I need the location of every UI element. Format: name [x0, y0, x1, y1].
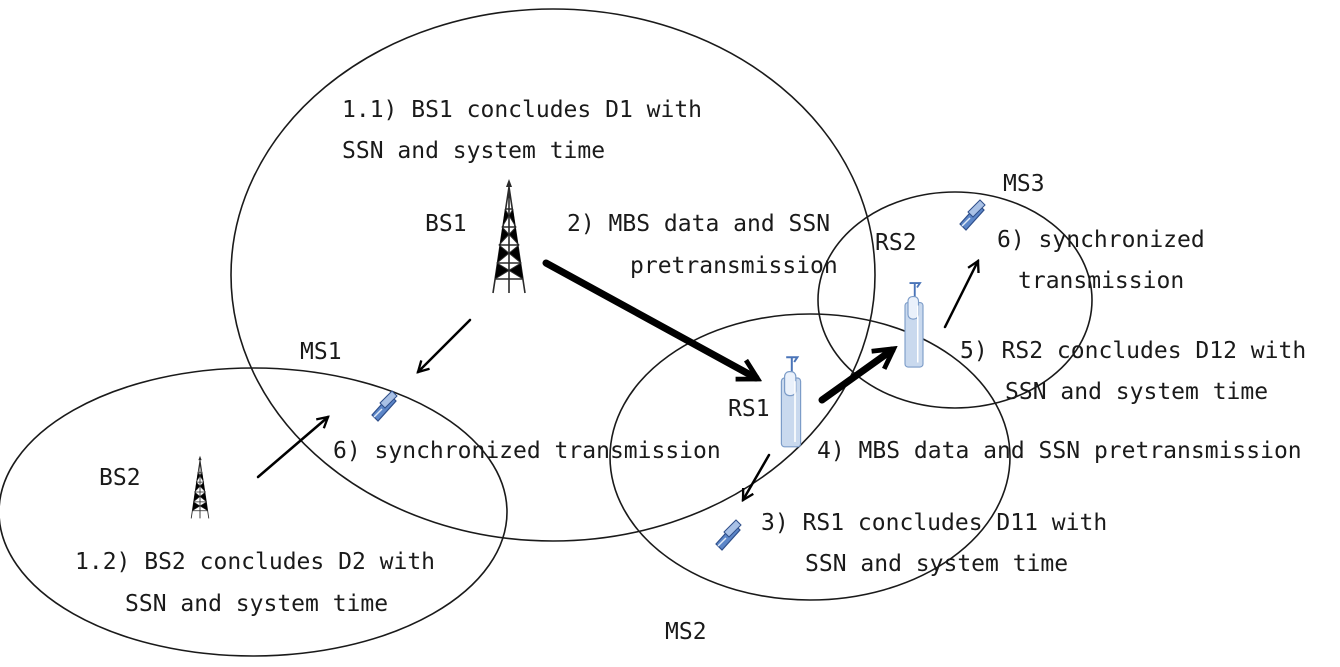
step-1-1-line-1: 1.1) BS1 concludes D1 with [342, 97, 702, 123]
bs-tower-icon [190, 455, 210, 519]
rs2-coverage-cell [817, 191, 1093, 409]
step-6-ms1-label: 6) synchronized transmission [333, 438, 721, 464]
bs1-label: BS1 [425, 211, 467, 237]
rs1-to-ms2-arrow [741, 453, 771, 500]
pretransmission-arrow-rs1-rs2 [818, 350, 892, 404]
relay-station-icon [780, 356, 802, 448]
rs1-label: RS1 [728, 396, 770, 422]
step-4-label: 4) MBS data and SSN pretransmission [817, 438, 1302, 464]
ms1-label: MS1 [300, 339, 342, 365]
step-6-ms3-line-1: 6) synchronized [997, 227, 1205, 253]
rs1-coverage-cell [609, 313, 1011, 601]
step-2-line-2: pretransmission [630, 253, 838, 279]
step-5-line-1: 5) RS2 concludes D12 with [960, 338, 1306, 364]
bs1-coverage-cell [230, 8, 876, 542]
step-1-1-line-2: SSN and system time [342, 138, 605, 164]
step-1-2-line-2: SSN and system time [125, 591, 388, 617]
step-2-line-1: 2) MBS data and SSN [567, 211, 830, 237]
mobile-phone-icon [715, 519, 742, 551]
relay-station-icon [904, 282, 924, 368]
step-3-line-2: SSN and system time [805, 551, 1068, 577]
bs-tower-icon [492, 178, 526, 294]
bs2-label: BS2 [99, 465, 141, 491]
step-1-2-line-1: 1.2) BS2 concludes D2 with [75, 549, 435, 575]
bs2-to-ms1-arrow [256, 417, 328, 479]
rs2-to-ms3-arrow [943, 261, 978, 329]
ms2-label: MS2 [665, 619, 707, 645]
ms3-label: MS3 [1003, 171, 1045, 197]
rs2-label: RS2 [875, 230, 917, 256]
mobile-phone-icon [371, 390, 398, 422]
bs1-to-ms1-arrow [418, 318, 472, 372]
mobile-phone-icon [959, 199, 986, 231]
step-5-line-2: SSN and system time [1005, 379, 1268, 405]
pretransmission-arrow-bs1-rs1 [542, 259, 756, 378]
bs2-coverage-cell [0, 367, 508, 657]
step-6-ms3-line-2: transmission [1018, 268, 1184, 294]
step-3-line-1: 3) RS1 concludes D11 with [761, 510, 1107, 536]
